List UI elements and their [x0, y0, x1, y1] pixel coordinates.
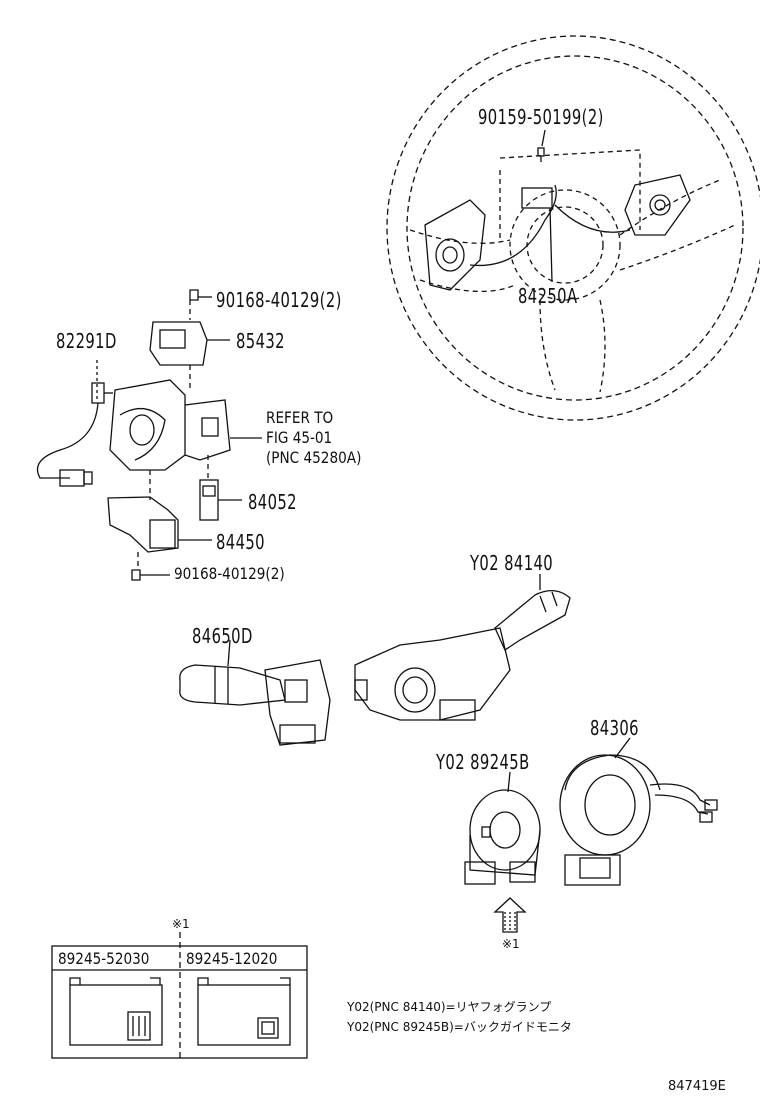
- table-header-col2: 89245-12020: [186, 949, 278, 968]
- label-y02-84140: Y02 84140: [470, 551, 554, 575]
- refer-line-1: REFER TO: [266, 408, 334, 427]
- note-line-1: Y02(PNC 84140)=リヤフォグランプ: [347, 1000, 552, 1014]
- note-line-2: Y02(PNC 89245B)=バックガイドモニタ: [347, 1020, 572, 1034]
- label-84650D: 84650D: [192, 624, 253, 648]
- label-82291D: 82291D: [56, 329, 117, 353]
- table-header-col1: 89245-52030: [58, 949, 150, 968]
- ref-mark-arrow: ※1: [502, 937, 520, 951]
- label-90168-top: 90168-40129(2): [216, 288, 342, 312]
- label-84306: 84306: [590, 716, 639, 740]
- up-arrow-icon: [493, 897, 527, 933]
- ref-mark-table: ※1: [172, 917, 190, 931]
- steering-wheel-icon: [386, 35, 760, 421]
- label-84450: 84450: [216, 530, 265, 554]
- label-84052: 84052: [248, 490, 297, 514]
- label-90168-bottom: 90168-40129(2): [174, 564, 285, 583]
- label-84250A: 84250A: [518, 284, 578, 308]
- combination-switch-icon: [179, 574, 571, 746]
- variant-table: [51, 932, 308, 1059]
- label-y02-89245B: Y02 89245B: [436, 750, 530, 774]
- ignition-switch-icon: [36, 289, 262, 581]
- label-85432: 85432: [236, 329, 285, 353]
- spiral-cable-icon: [464, 737, 718, 886]
- figure-id: 847419E: [668, 1079, 726, 1094]
- refer-line-3: (PNC 45280A): [266, 448, 362, 467]
- refer-line-2: FIG 45-01: [266, 428, 333, 447]
- label-90159: 90159-50199(2): [478, 105, 604, 129]
